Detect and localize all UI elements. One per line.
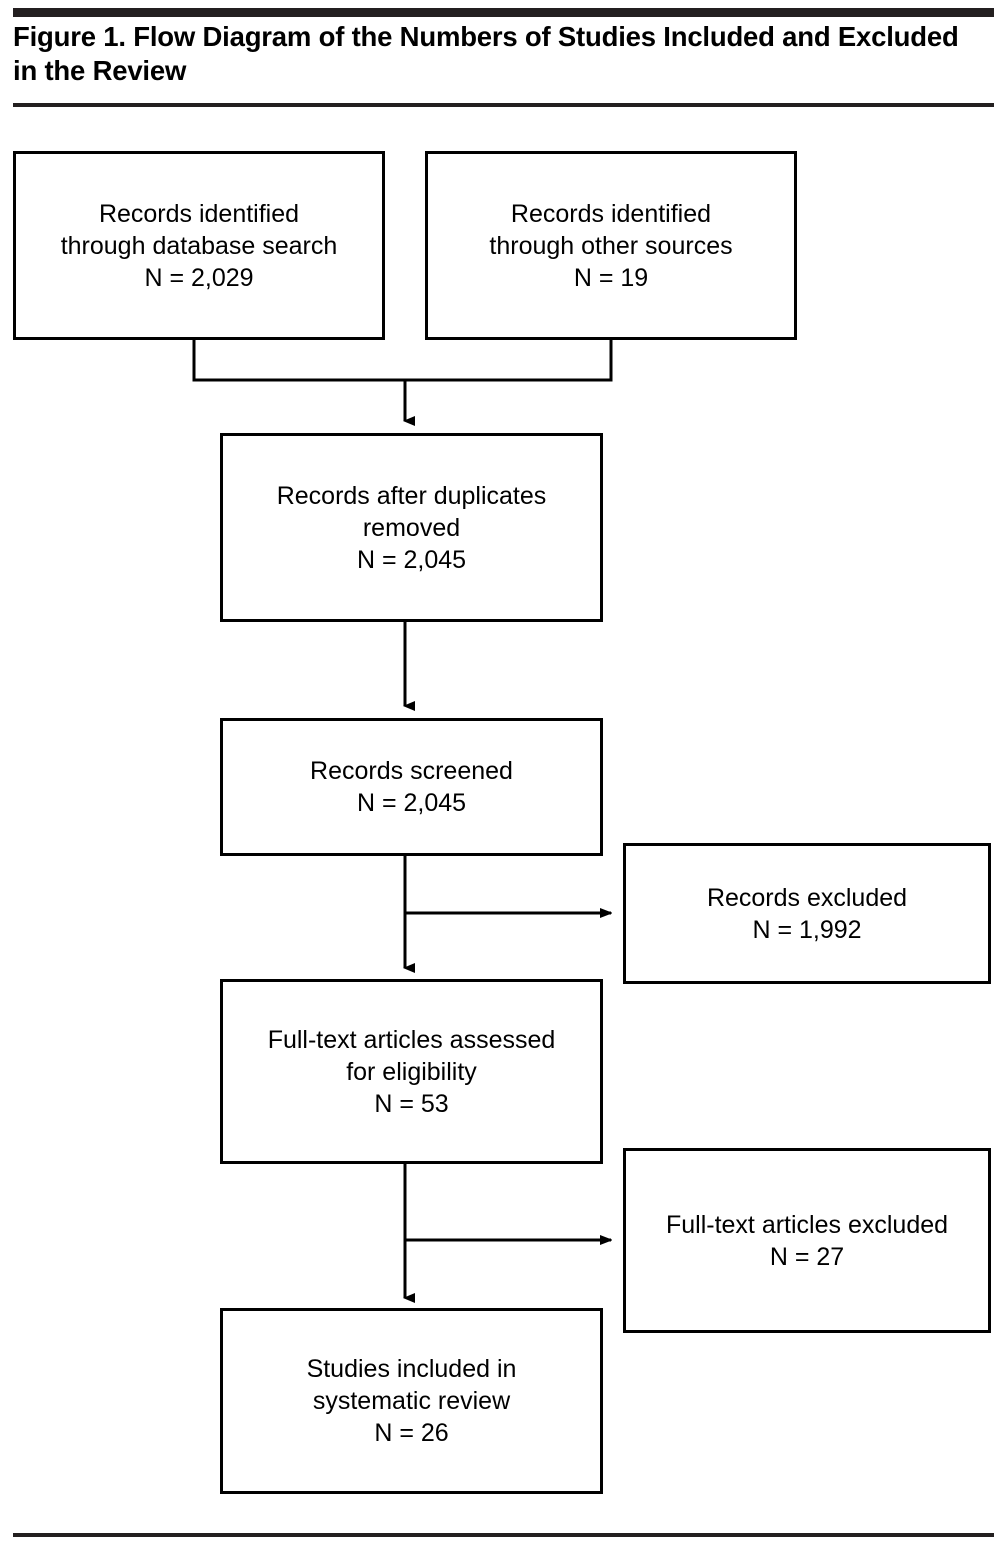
node-fulltext-assessed-label: Full-text articles assessed for eligibil… xyxy=(267,1025,556,1118)
figure-title: Figure 1. Flow Diagram of the Numbers of… xyxy=(13,21,959,86)
node-records-identified-other-label: Records identified through other sources… xyxy=(489,199,733,292)
node-records-identified-database-label: Records identified through database sear… xyxy=(60,199,338,292)
node-records-excluded: Records excluded N = 1,992 xyxy=(623,843,991,984)
node-fulltext-excluded: Full-text articles excluded N = 27 xyxy=(623,1148,991,1333)
node-records-identified-database: Records identified through database sear… xyxy=(13,151,385,340)
node-studies-included: Studies included in systematic review N … xyxy=(220,1308,603,1494)
footer-rule xyxy=(13,1533,994,1537)
node-records-screened: Records screened N = 2,045 xyxy=(220,718,603,856)
node-records-identified-other: Records identified through other sources… xyxy=(425,151,797,340)
node-fulltext-excluded-label: Full-text articles excluded N = 27 xyxy=(665,1210,949,1271)
node-studies-included-label: Studies included in systematic review N … xyxy=(306,1355,517,1447)
header-rule-thick xyxy=(13,8,994,17)
node-records-after-duplicates-label: Records after duplicates removed N = 2,0… xyxy=(276,481,547,574)
node-records-excluded-label: Records excluded N = 1,992 xyxy=(706,883,908,944)
node-records-after-duplicates: Records after duplicates removed N = 2,0… xyxy=(220,433,603,622)
node-fulltext-assessed: Full-text articles assessed for eligibil… xyxy=(220,979,603,1164)
node-records-screened-label: Records screened N = 2,045 xyxy=(310,757,513,817)
header-rule-thin xyxy=(13,103,994,107)
edge-identification-merge xyxy=(192,340,613,426)
